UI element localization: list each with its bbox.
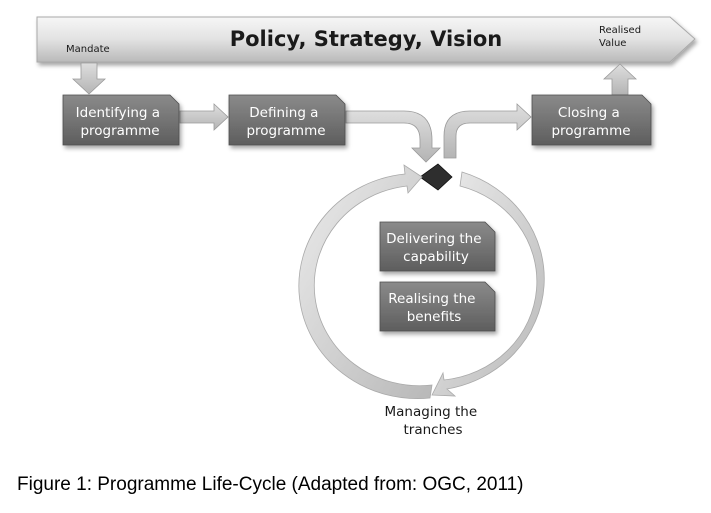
programme-lifecycle-diagram: Policy, Strategy, Vision Mandate Realise… <box>36 16 696 438</box>
box-delivering-line-1: Delivering the <box>386 231 481 247</box>
managing-tranches-line-1: Managing the <box>385 404 478 420</box>
box-defining-line-2: programme <box>246 123 325 139</box>
box-identifying-line-1: Identifying a <box>76 105 160 121</box>
box-closing-line-2: programme <box>551 123 630 139</box>
arrow-diamond-to-closing <box>443 103 532 159</box>
box-realising-line-2: benefits <box>407 309 462 325</box>
box-closing-programme <box>531 94 652 146</box>
box-realising-line-1: Realising the <box>388 291 475 307</box>
realised-value-line-2: Value <box>599 38 626 49</box>
box-identifying-line-2: programme <box>80 123 159 139</box>
realised-value-label: Realised Value <box>599 25 644 49</box>
box-defining-label: Defining a programme <box>246 105 325 139</box>
managing-tranches-line-2: tranches <box>404 422 463 438</box>
box-defining-line-1: Defining a <box>249 105 318 121</box>
box-delivering-label: Delivering the capability <box>386 231 486 265</box>
managing-tranches-label: Managing the tranches <box>385 404 482 438</box>
tranche-cycle-right-arc <box>431 171 545 397</box>
box-defining-programme <box>228 94 346 146</box>
realised-value-arrow <box>602 63 638 96</box>
tranche-cycle-left-arc <box>298 164 433 399</box>
box-delivering-capability <box>379 221 496 272</box>
figure-caption: Figure 1: Programme Life-Cycle (Adapted … <box>17 474 524 495</box>
decision-diamond <box>419 163 453 191</box>
policy-strategy-vision-banner <box>36 16 696 63</box>
box-closing-label: Closing a programme <box>551 105 630 139</box>
box-realising-label: Realising the benefits <box>388 291 480 325</box>
realised-value-line-1: Realised <box>599 25 641 36</box>
arrow-identifying-to-defining <box>179 103 229 131</box>
box-identifying-label: Identifying a programme <box>76 105 165 139</box>
box-closing-line-1: Closing a <box>558 105 620 121</box>
banner-title: Policy, Strategy, Vision <box>230 27 503 51</box>
mandate-label: Mandate <box>66 44 110 55</box>
box-identifying-programme <box>62 94 180 146</box>
box-realising-benefits <box>379 281 496 332</box>
mandate-arrow <box>71 62 107 95</box>
arrow-defining-to-diamond <box>345 110 441 163</box>
box-delivering-line-2: capability <box>403 249 469 265</box>
